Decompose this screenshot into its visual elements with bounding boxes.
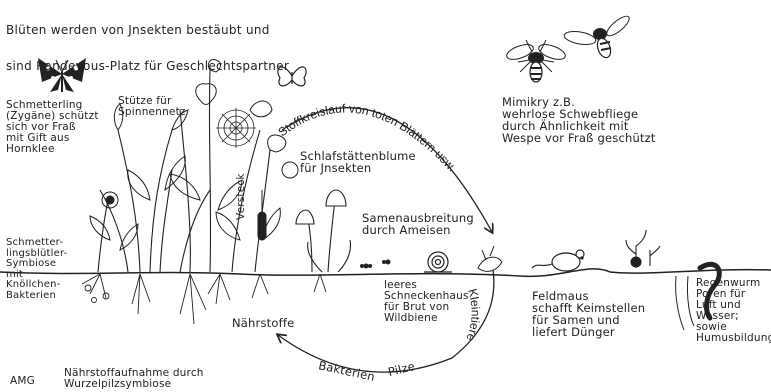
cycle-arrow-bottom — [278, 335, 452, 372]
spider-support-label: Stütze für Spinnennetz — [118, 96, 186, 118]
leaves — [90, 104, 280, 250]
seedlings — [626, 230, 660, 268]
sleep-flower-label: Schlafstättenblume für Jnsekten — [300, 150, 416, 174]
snail-shell-icon — [424, 252, 452, 272]
earthworm-burrow — [676, 276, 694, 330]
seed-dispersal-label: Samenausbreitung durch Ameisen — [362, 212, 474, 236]
ants-icon — [360, 260, 391, 269]
spider-web-icon — [216, 108, 256, 148]
hoverfly-icon — [563, 13, 632, 59]
header-line-1: Blüten werden von Jnsekten bestäubt und — [6, 24, 289, 36]
mimikry-label: Mimikry z.B. wehrlose Schwebfliege durch… — [502, 96, 656, 144]
nutrient-uptake-label: Nährstoffaufnahme durch Wurzelpilzsymbio… — [64, 368, 204, 390]
header-text: Blüten werden von Jnsekten bestäubt und … — [6, 0, 289, 84]
symbiosis-label: Schmetter- lingsblütler- Symbiose mit Kn… — [6, 238, 67, 301]
snail-shell-label: leeres Schneckenhaus für Brut von Wildbi… — [384, 280, 469, 324]
earthworm-label: Regenwurm Poren für Luft und Wasser; sow… — [696, 278, 771, 344]
caterpillar-icon — [258, 190, 266, 240]
nutrients-label: Nährstoffe — [232, 318, 294, 329]
wasp-icon — [505, 40, 567, 82]
author-signature: AMG — [10, 376, 35, 387]
bellflower-plant — [296, 190, 351, 272]
schmetterling-label: Schmetterling (Zygäne) schützt sich vor … — [6, 100, 99, 155]
header-line-2: sind Randevous-Platz für Geschlechtspart… — [6, 60, 289, 72]
mouse-icon — [532, 250, 584, 271]
field-mouse-label: Feldmaus schafft Keimstellen für Samen u… — [532, 290, 645, 338]
ground-line — [0, 269, 771, 277]
hideout-label: Versteck — [236, 173, 247, 220]
leaf-litter — [478, 246, 502, 271]
